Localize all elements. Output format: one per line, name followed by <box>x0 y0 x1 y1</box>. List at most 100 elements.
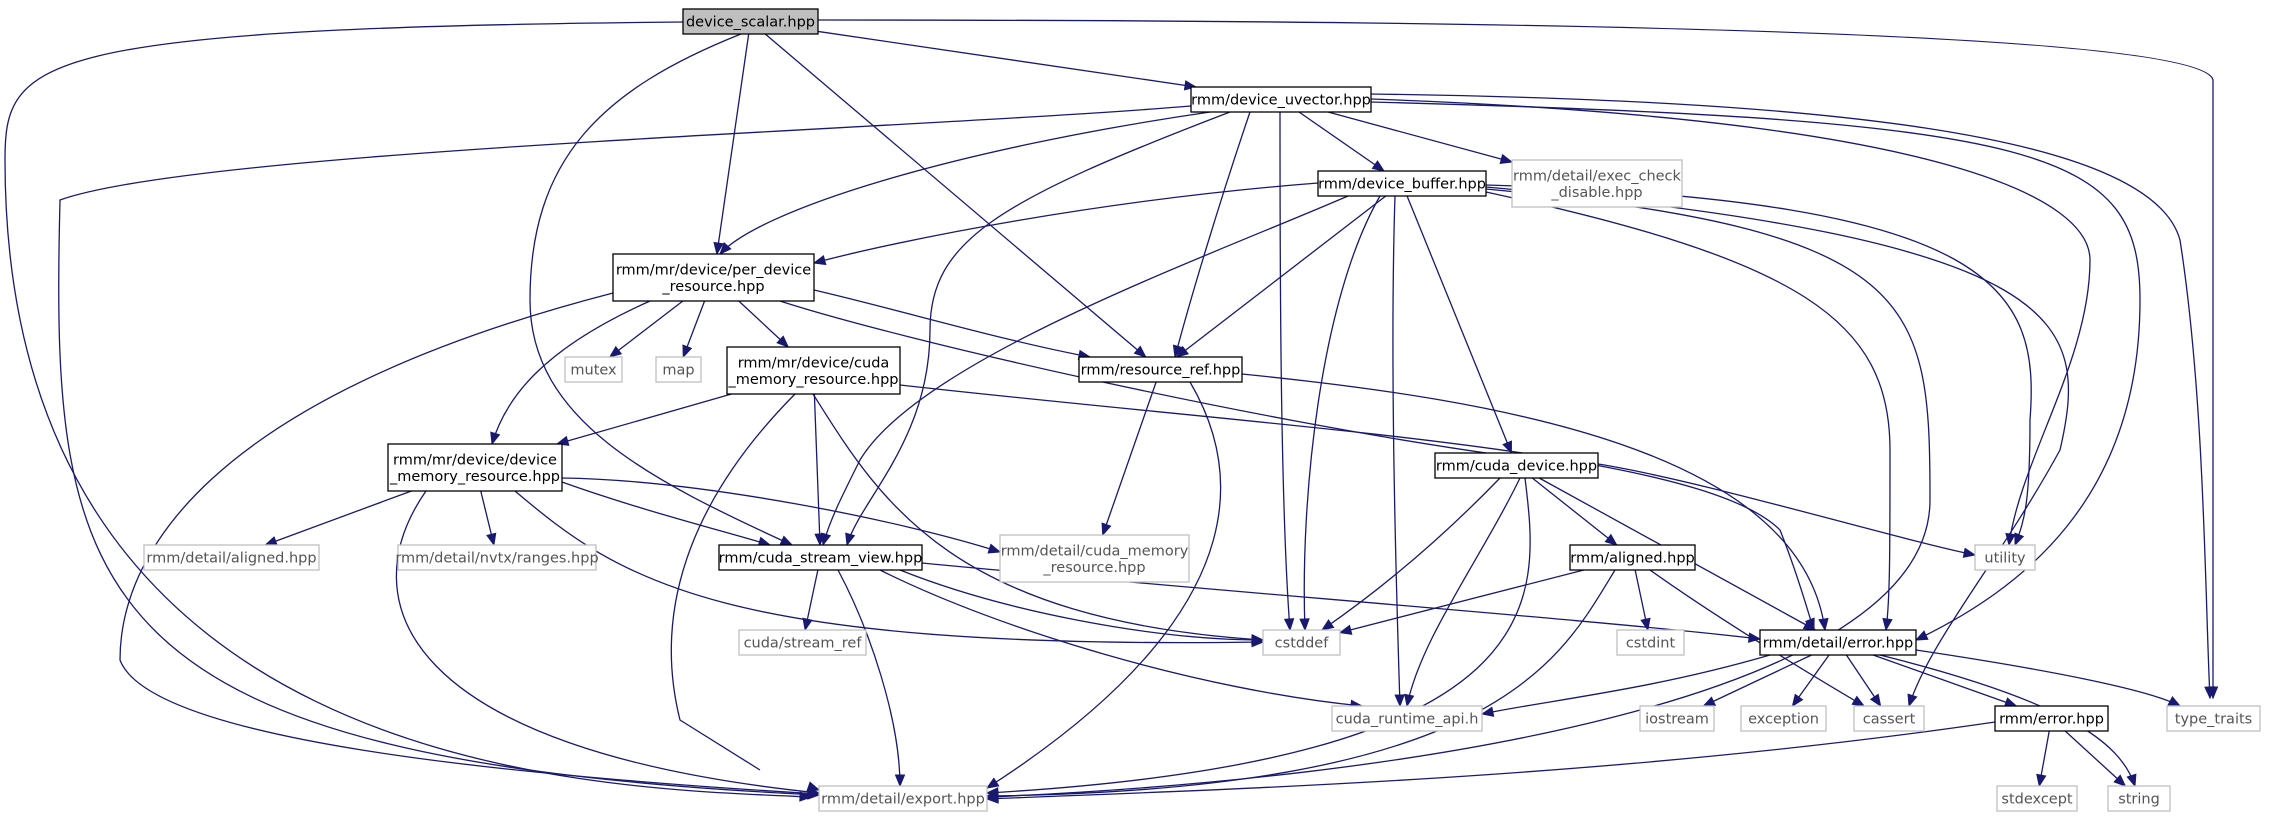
node-label: rmm/detail/cuda_memory <box>1001 543 1189 559</box>
node-label: string <box>2118 792 2160 808</box>
edge-detail_error-to-exception <box>1791 654 1830 708</box>
edge-error-to-stdexcept <box>2036 730 2050 788</box>
edge-cuda_device-to-utility <box>1597 463 1977 558</box>
node-label: rmm/cuda_stream_view.hpp <box>719 551 923 567</box>
edge-device_uvector-to-device_buffer <box>1298 111 1386 172</box>
edge-device_memory_resource-to-cuda_stream_view <box>561 481 772 547</box>
node-label: _resource.hpp <box>661 279 764 295</box>
edge-cuda_stream_view-to-cuda_stream_ref <box>802 569 819 632</box>
node-cuda-stream-ref: cuda/stream_ref <box>738 629 867 656</box>
edge-cuda_memory_resource-to-cuda_stream_view <box>813 393 825 547</box>
edge-device_memory_resource-to-nvtx_ranges <box>480 490 497 547</box>
edge-detail_error-to-type_traits <box>1915 649 2182 707</box>
node-label: cstdint <box>1626 636 1676 652</box>
edge-cuda_device-to-cstddef <box>1320 477 1501 631</box>
node-device-memory-resource[interactable]: rmm/mr/device/device_memory_resource.hpp <box>387 443 563 492</box>
edge-device_buffer-to-per_device_resource <box>812 182 1319 266</box>
node-exception: exception <box>1740 705 1827 732</box>
node-label: rmm/device_uvector.hpp <box>1191 93 1371 109</box>
node-cuda-runtime-api: cuda_runtime_api.h <box>1331 705 1483 732</box>
edge-device_scalar-to-resource_ref <box>764 33 1147 358</box>
edge-device_memory_resource-to-detail_cuda_memory_resource <box>561 477 1002 554</box>
node-label: device_scalar.hpp <box>686 15 815 31</box>
edge-resource_ref-to-detail_cuda_memory_resource <box>1101 381 1157 537</box>
edge-error-to-string <box>2064 730 2127 787</box>
edge-device_uvector-to-exec_check_disable <box>1327 111 1514 165</box>
node-label: rmm/mr/device/per_device <box>616 262 811 278</box>
node-label: rmm/detail/nvtx/ranges.hpp <box>395 551 598 567</box>
node-label: type_traits <box>2175 712 2252 728</box>
node-iostream: iostream <box>1639 705 1715 732</box>
edge-cuda_stream_view-to-cstddef <box>899 569 1265 646</box>
node-cuda-stream-view[interactable]: rmm/cuda_stream_view.hpp <box>718 544 923 571</box>
edge-cuda_memory_resource-to-detail_error <box>899 384 1815 632</box>
node-label: rmm/aligned.hpp <box>1570 551 1695 567</box>
node-label: mutex <box>570 363 617 379</box>
edge-resource_ref-to-detail_export <box>985 381 1222 789</box>
edge-detail_error-to-cuda_runtime_api <box>1480 654 1771 717</box>
edge-device_buffer-to-resource_ref <box>1175 195 1387 358</box>
edge-device_uvector-to-cuda_stream_view <box>845 111 1231 547</box>
edge-device_buffer-to-cuda_runtime_api <box>1392 195 1405 708</box>
node-cuda-memory-resource[interactable]: rmm/mr/device/cuda_memory_resource.hpp <box>726 346 901 395</box>
edge-resource_ref-to-detail_error <box>1241 373 1829 632</box>
edge-cuda_memory_resource-to-detail_export <box>670 393 821 792</box>
edge-cuda_device-to-cuda_runtime_api <box>1404 477 1521 708</box>
node-device-scalar: device_scalar.hpp <box>682 8 819 35</box>
node-label: rmm/detail/exec_check <box>1513 168 1681 184</box>
edge-device_scalar-to-detail_export <box>4 21 813 802</box>
edge-per_device_resource-to-mutex <box>608 300 684 358</box>
edge-device_scalar-to-device_uvector <box>817 30 1198 91</box>
edge-device_uvector-to-cstddef <box>1279 111 1295 632</box>
node-exec-check-disable: rmm/detail/exec_check_disable.hpp <box>1511 159 1683 208</box>
edge-cuda_memory_resource-to-cstddef <box>812 393 1265 645</box>
edges-layer <box>4 19 2219 804</box>
node-cuda-device[interactable]: rmm/cuda_device.hpp <box>1434 452 1599 479</box>
node-error[interactable]: rmm/error.hpp <box>1994 705 2109 732</box>
edge-detail_error-to-cassert <box>1845 654 1882 708</box>
node-resource-ref[interactable]: rmm/resource_ref.hpp <box>1078 356 1243 383</box>
edge-device_memory_resource-to-detail_aligned <box>264 490 412 546</box>
edge-device_buffer-to-utility <box>1485 184 2032 547</box>
node-label: _memory_resource.hpp <box>389 469 560 485</box>
node-label: cassert <box>1863 712 1916 728</box>
node-cstddef: cstddef <box>1262 629 1341 656</box>
node-per-device-resource[interactable]: rmm/mr/device/per_device_resource.hpp <box>612 253 815 302</box>
node-detail-error[interactable]: rmm/detail/error.hpp <box>1759 629 1917 656</box>
edge-device_uvector-to-per_device_resource <box>719 111 1211 255</box>
node-label: cuda/stream_ref <box>744 636 863 652</box>
node-label: cuda_runtime_api.h <box>1336 712 1479 728</box>
node-string: string <box>2107 785 2171 812</box>
node-device-buffer[interactable]: rmm/device_buffer.hpp <box>1317 170 1487 197</box>
node-label: rmm/mr/device/cuda <box>738 355 890 371</box>
node-label: _resource.hpp <box>1042 560 1145 576</box>
node-label: exception <box>1748 712 1819 728</box>
node-device-uvector[interactable]: rmm/device_uvector.hpp <box>1190 86 1372 113</box>
edge-cuda_memory_resource-to-device_memory_resource <box>555 393 732 446</box>
node-detail-aligned: rmm/detail/aligned.hpp <box>143 544 320 571</box>
edge-aligned-to-cstddef <box>1338 569 1584 635</box>
node-label: _memory_resource.hpp <box>727 372 898 388</box>
nodes-layer: device_scalar.hpp rmm/device_uvector.hppr… <box>143 8 2261 812</box>
node-label: rmm/mr/device/device <box>393 452 557 468</box>
edge-device_scalar-to-per_device_resource <box>713 33 750 256</box>
edge-cuda_stream_view-to-detail_export <box>837 569 906 788</box>
node-map: map <box>655 356 702 383</box>
node-utility: utility <box>1974 544 2036 571</box>
node-label: rmm/cuda_device.hpp <box>1436 459 1597 475</box>
node-label: _disable.hpp <box>1550 185 1642 201</box>
edge-device_buffer-to-cassert <box>1485 186 2070 708</box>
edge-per_device_resource-to-cuda_memory_resource <box>738 300 790 348</box>
edge-device_buffer-to-cuda_device <box>1406 195 1513 455</box>
node-label: cstddef <box>1275 636 1330 652</box>
node-label: rmm/device_buffer.hpp <box>1318 177 1486 193</box>
node-aligned[interactable]: rmm/aligned.hpp <box>1569 544 1696 571</box>
edge-aligned-to-cstdint <box>1634 569 1651 632</box>
edge-device_scalar-to-type_traits <box>817 19 2219 700</box>
node-type-traits: type_traits <box>2166 705 2261 732</box>
edge-device_buffer-to-cstddef <box>1299 195 1381 632</box>
node-label: rmm/error.hpp <box>1999 712 2104 728</box>
node-label: rmm/resource_ref.hpp <box>1081 363 1241 379</box>
node-detail-export: rmm/detail/export.hpp <box>818 785 988 812</box>
